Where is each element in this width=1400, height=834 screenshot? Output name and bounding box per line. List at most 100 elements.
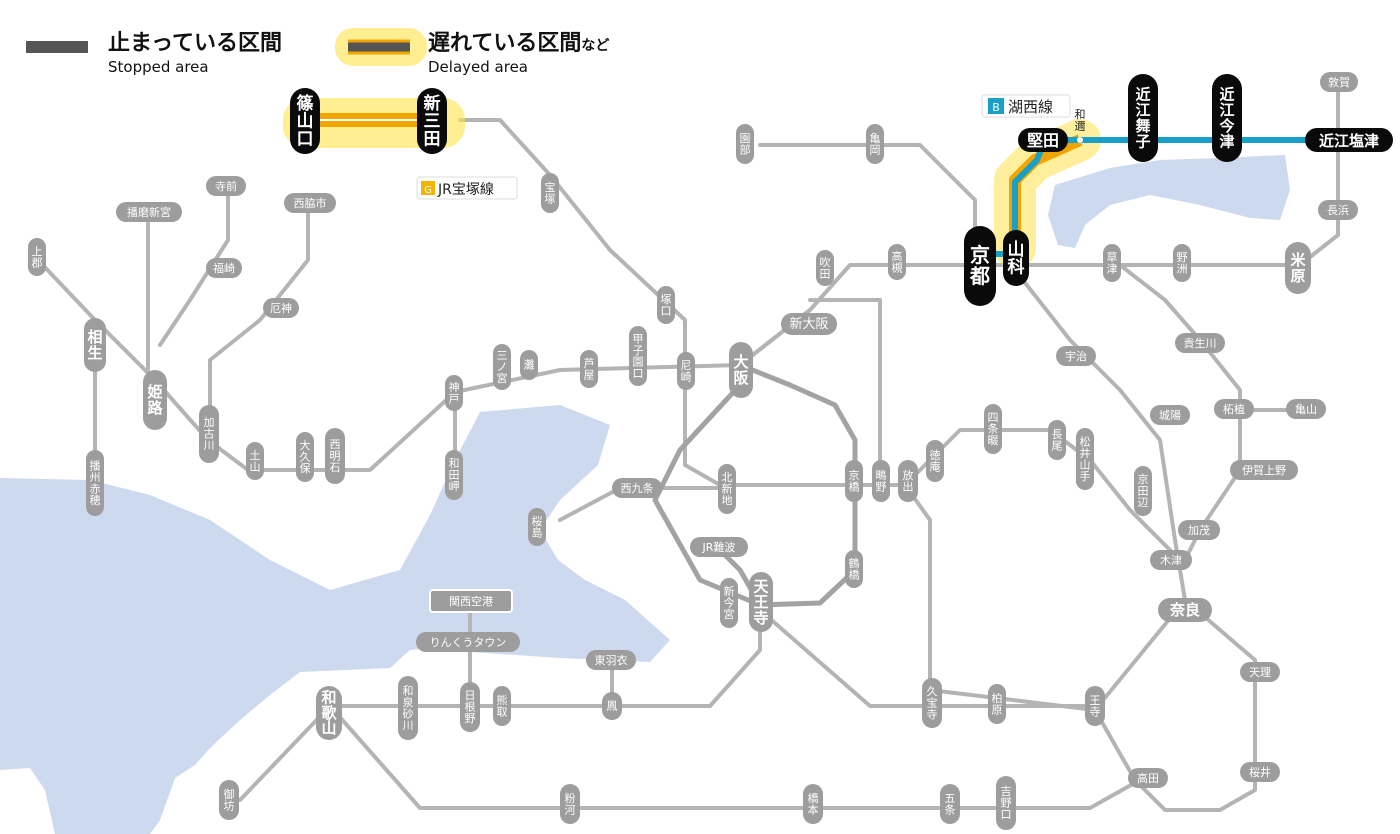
- gray-stations-large: 相生 姫路 大阪 米原 天王寺 和歌山: [84, 242, 1311, 740]
- station-tsuruga: 敦賀: [1320, 72, 1358, 92]
- station-uji: 宇治: [1056, 346, 1096, 366]
- legend-delayed-suffix: など: [581, 38, 609, 54]
- station-himeji: 姫路: [143, 370, 167, 430]
- station-iga_ueno: 伊賀上野: [1230, 460, 1298, 480]
- station-omimaiko: 近江舞子: [1128, 74, 1158, 162]
- station-gojo: 五条: [940, 784, 960, 824]
- takarazuka-line-label: G JR宝塚線: [416, 176, 518, 200]
- takarazuka-name: JR宝塚線: [437, 182, 494, 198]
- svg-text:西九条: 西九条: [621, 481, 654, 495]
- station-sakurajima: 桜島: [528, 508, 546, 546]
- station-gobo: 御坊: [219, 780, 239, 820]
- svg-text:松井山手: 松井山手: [1080, 434, 1091, 483]
- svg-text:北新地: 北新地: [722, 471, 733, 507]
- station-tennoji: 天王寺: [749, 572, 773, 632]
- legend-stopped-en: Stopped area: [108, 58, 209, 76]
- station-kakogawa: 加古川: [199, 405, 219, 463]
- station-sannomiya: 三ノ宮: [493, 344, 511, 390]
- station-oji: 王寺: [1085, 686, 1105, 726]
- station-kumatori: 熊取: [493, 686, 511, 726]
- svg-text:宇治: 宇治: [1065, 349, 1087, 363]
- station-takarazuka: 宝塚: [541, 173, 559, 213]
- station-maibara: 米原: [1285, 242, 1311, 294]
- svg-text:柘植: 柘植: [1223, 402, 1245, 416]
- svg-text:上郡: 上郡: [32, 245, 43, 270]
- svg-text:熊取: 熊取: [497, 693, 508, 719]
- station-yoshinoguchi: 吉野口: [996, 776, 1016, 830]
- water: [0, 155, 1290, 834]
- svg-text:宝塚: 宝塚: [545, 180, 556, 206]
- svg-text:和田岬: 和田岬: [449, 457, 460, 493]
- svg-text:園部: 園部: [740, 132, 751, 157]
- svg-text:京都: 京都: [969, 243, 990, 288]
- svg-text:高槻: 高槻: [892, 249, 903, 275]
- svg-text:関西空港: 関西空港: [449, 594, 493, 608]
- station-kokawa: 粉河: [560, 784, 580, 824]
- station-amagasaki: 尼崎: [677, 352, 695, 390]
- station-rinkutown: りんくうタウン: [416, 632, 520, 652]
- svg-text:京田辺: 京田辺: [1138, 472, 1149, 509]
- station-kyotanabe: 京田辺: [1134, 466, 1152, 516]
- station-shinimamiya: 新今宮: [720, 578, 738, 628]
- svg-text:播磨新宮: 播磨新宮: [127, 205, 171, 219]
- svg-text:りんくうタウン: りんくうタウン: [430, 636, 507, 649]
- station-sonobe: 園部: [736, 124, 754, 164]
- svg-text:城陽: 城陽: [1159, 409, 1181, 422]
- station-yamashina: 山科: [1003, 230, 1029, 286]
- station-izumisunagawa: 和泉砂川: [398, 676, 418, 740]
- svg-text:鶴橋: 鶴橋: [849, 556, 860, 582]
- legend-stopped-ja: 止まっている区間: [108, 31, 282, 56]
- station-sasayamaguchi: 篠山口: [290, 88, 320, 154]
- station-doi: 土山: [246, 442, 264, 480]
- svg-text:厄神: 厄神: [270, 301, 292, 315]
- station-kitashinchi: 北新地: [718, 464, 736, 514]
- svg-text:亀岡: 亀岡: [870, 131, 881, 157]
- gray-stations-vertical: 園部 亀岡 宝塚 吹田 高槻 草津 野洲 上郡 塚口 三ノ宮 灘 芦屋 甲子園口…: [28, 124, 1358, 830]
- station-kamigori: 上郡: [28, 238, 46, 276]
- station-osaka: 大阪: [729, 342, 753, 398]
- station-tokuan: 徳庵: [926, 440, 944, 482]
- svg-text:大久保: 大久保: [300, 438, 311, 475]
- station-nishiakashi: 西明石: [325, 428, 345, 484]
- svg-text:木津: 木津: [1160, 554, 1182, 567]
- svg-text:桜井: 桜井: [1249, 765, 1271, 779]
- station-shijonawate: 四条畷: [984, 404, 1002, 454]
- station-kameoka: 亀岡: [866, 124, 884, 164]
- svg-text:相生: 相生: [87, 328, 102, 362]
- svg-text:近江舞子: 近江舞子: [1135, 85, 1150, 150]
- kosei-line-label: B 湖西線: [981, 94, 1071, 118]
- svg-text:JR難波: JR難波: [702, 541, 736, 554]
- svg-text:放出: 放出: [903, 468, 914, 494]
- svg-text:遅れている区間など: 遅れている区間など: [428, 31, 609, 56]
- station-kibukawa: 貴生川: [1175, 333, 1225, 353]
- svg-text:甲子園口: 甲子園口: [633, 332, 644, 380]
- svg-text:柏原: 柏原: [992, 691, 1003, 717]
- svg-text:鴫野: 鴫野: [876, 468, 887, 494]
- kosei-badge: B: [992, 101, 1000, 114]
- svg-text:播州赤穂: 播州赤穂: [90, 458, 101, 507]
- svg-text:徳庵: 徳庵: [930, 449, 941, 474]
- station-katata: 堅田: [1018, 128, 1068, 152]
- station-kyuhoji: 久宝寺: [922, 678, 942, 728]
- station-wani-1: 和邇: [1075, 108, 1086, 133]
- svg-text:加茂: 加茂: [1188, 523, 1210, 537]
- svg-text:山科: 山科: [1008, 240, 1025, 278]
- legend-stopped-swatch: [26, 41, 88, 53]
- svg-text:和泉砂川: 和泉砂川: [403, 684, 414, 732]
- station-banshuako: 播州赤穂: [86, 450, 104, 516]
- svg-text:桜島: 桜島: [532, 514, 543, 540]
- station-ashiya: 芦屋: [580, 350, 598, 388]
- station-tsuruhashi: 鶴橋: [845, 550, 863, 588]
- svg-text:神戸: 神戸: [449, 380, 460, 406]
- svg-text:大阪: 大阪: [733, 353, 749, 387]
- station-nishikujo: 西九条: [612, 478, 662, 498]
- svg-text:京橋: 京橋: [849, 468, 860, 494]
- station-kyoto: 京都: [964, 226, 996, 306]
- station-aioi: 相生: [84, 318, 106, 372]
- station-takatsuki: 高槻: [888, 244, 906, 280]
- svg-text:福崎: 福崎: [213, 261, 235, 275]
- station-yakujin: 厄神: [263, 298, 299, 318]
- svg-text:堅田: 堅田: [1027, 131, 1059, 150]
- station-okubo: 大久保: [296, 432, 314, 482]
